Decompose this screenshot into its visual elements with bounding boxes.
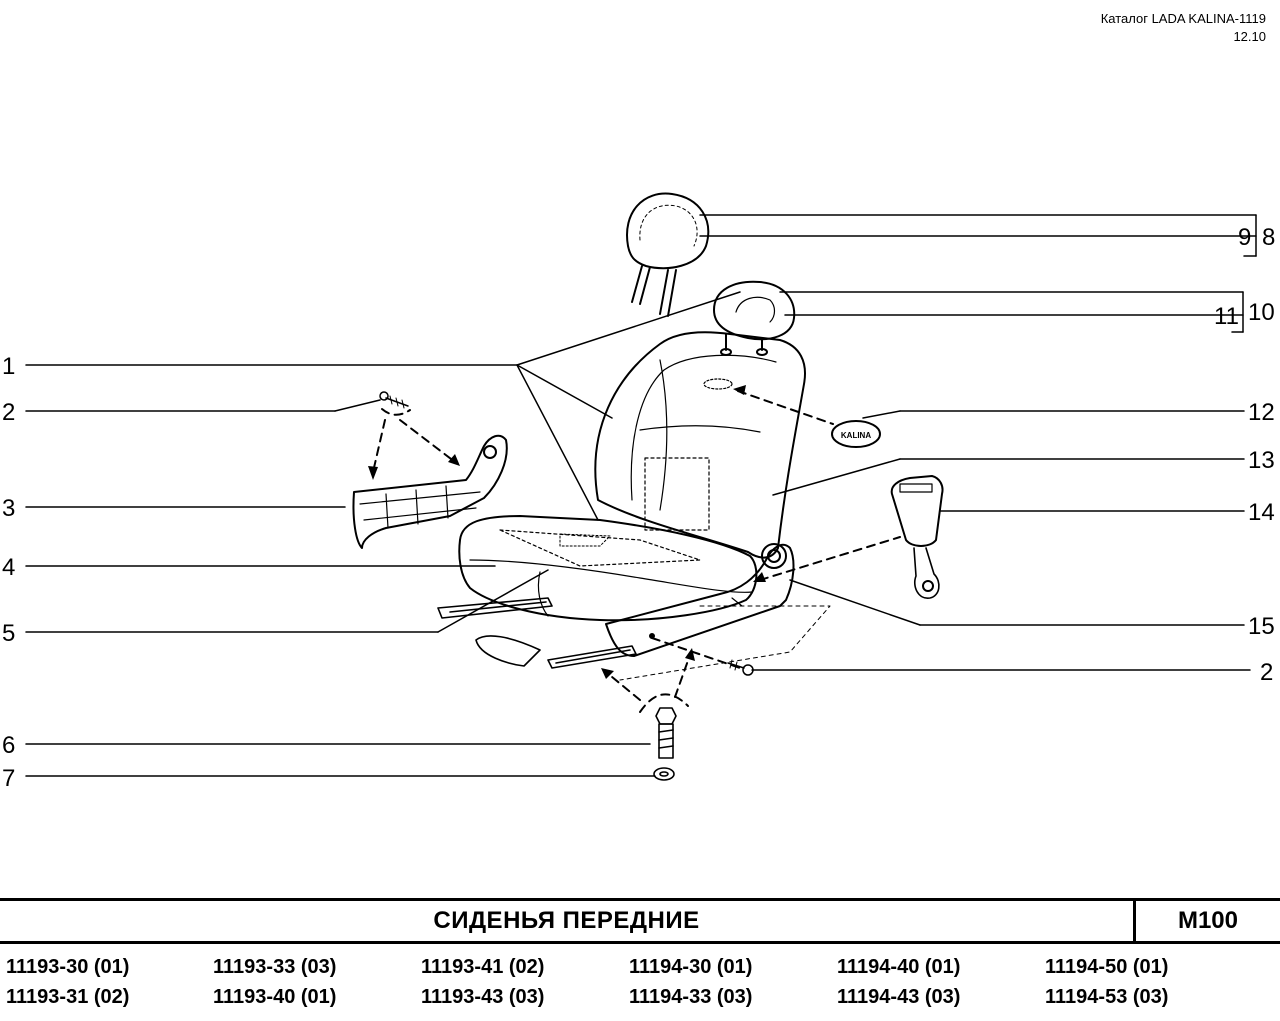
belt-buckle: [890, 475, 944, 599]
callout-11: 11: [1214, 303, 1239, 330]
model-code: 11194-50 (01): [1045, 956, 1169, 978]
callouts: 1 2 3 4 5 6 7 8 9 10 11 12 13 14 15 2: [2, 224, 1275, 792]
seat-exploded-diagram: KALINA 1 2 3 4 5 6 7 8 9 10 11 12 13 14 …: [2, 192, 1275, 792]
callout-15: 15: [1248, 613, 1275, 640]
leader-lines: [25, 214, 1257, 777]
callout-9: 9: [1238, 224, 1251, 251]
callout-13: 13: [1248, 447, 1275, 474]
model-code: 11194-43 (03): [837, 986, 961, 1008]
model-code: 11193-41 (02): [421, 956, 545, 978]
bolt: [655, 707, 677, 759]
emblem-text: KALINA: [841, 431, 871, 440]
callout-4: 4: [2, 554, 15, 581]
footer-title-bar: СИДЕНЬЯ ПЕРЕДНИЕ M100: [0, 898, 1280, 944]
section-code: M100: [1177, 907, 1239, 934]
model-code: 11193-31 (02): [6, 986, 130, 1008]
callout-10: 10: [1248, 299, 1275, 326]
screw-side: [727, 659, 754, 676]
callout-14: 14: [1248, 499, 1275, 526]
model-code: 11194-53 (03): [1045, 986, 1169, 1008]
callout-3: 3: [2, 495, 15, 522]
section-title: СИДЕНЬЯ ПЕРЕДНИЕ: [433, 907, 700, 934]
callout-5: 5: [2, 620, 15, 647]
seat-back: [594, 331, 806, 559]
assembly-arrows: [372, 390, 901, 713]
callout-6: 6: [2, 732, 15, 759]
callout-8: 8: [1262, 224, 1275, 251]
model-code: 11194-33 (03): [629, 986, 753, 1008]
arrow-heads: [368, 385, 766, 679]
model-code: 11194-40 (01): [837, 956, 961, 978]
catalog-title: Каталог LADA KALINA-1119: [1100, 11, 1266, 26]
model-code: 11194-30 (01): [629, 956, 753, 978]
callout-7: 7: [2, 765, 15, 792]
callout-12: 12: [1248, 399, 1275, 426]
callout-2-lower: 2: [1260, 659, 1273, 686]
callout-2: 2: [2, 399, 15, 426]
headrest-front: [626, 192, 710, 317]
model-code: 11193-33 (03): [213, 956, 337, 978]
model-code-list: 11193-30 (01) 11193-31 (02) 11193-33 (03…: [0, 955, 1280, 1015]
seat-rails: [437, 597, 831, 681]
side-cover: [352, 434, 508, 549]
screw-top: [379, 391, 409, 409]
catalog-date: 12.10: [1233, 29, 1266, 44]
emblem: KALINA: [831, 420, 881, 448]
footer-divider: [1133, 901, 1136, 941]
washer: [653, 767, 675, 781]
side-trim: [605, 543, 795, 657]
model-code: 11193-40 (01): [213, 986, 337, 1008]
callout-1: 1: [2, 353, 15, 380]
seat-cushion: [458, 515, 758, 622]
model-code: 11193-43 (03): [421, 986, 545, 1008]
model-code: 11193-30 (01): [6, 956, 130, 978]
